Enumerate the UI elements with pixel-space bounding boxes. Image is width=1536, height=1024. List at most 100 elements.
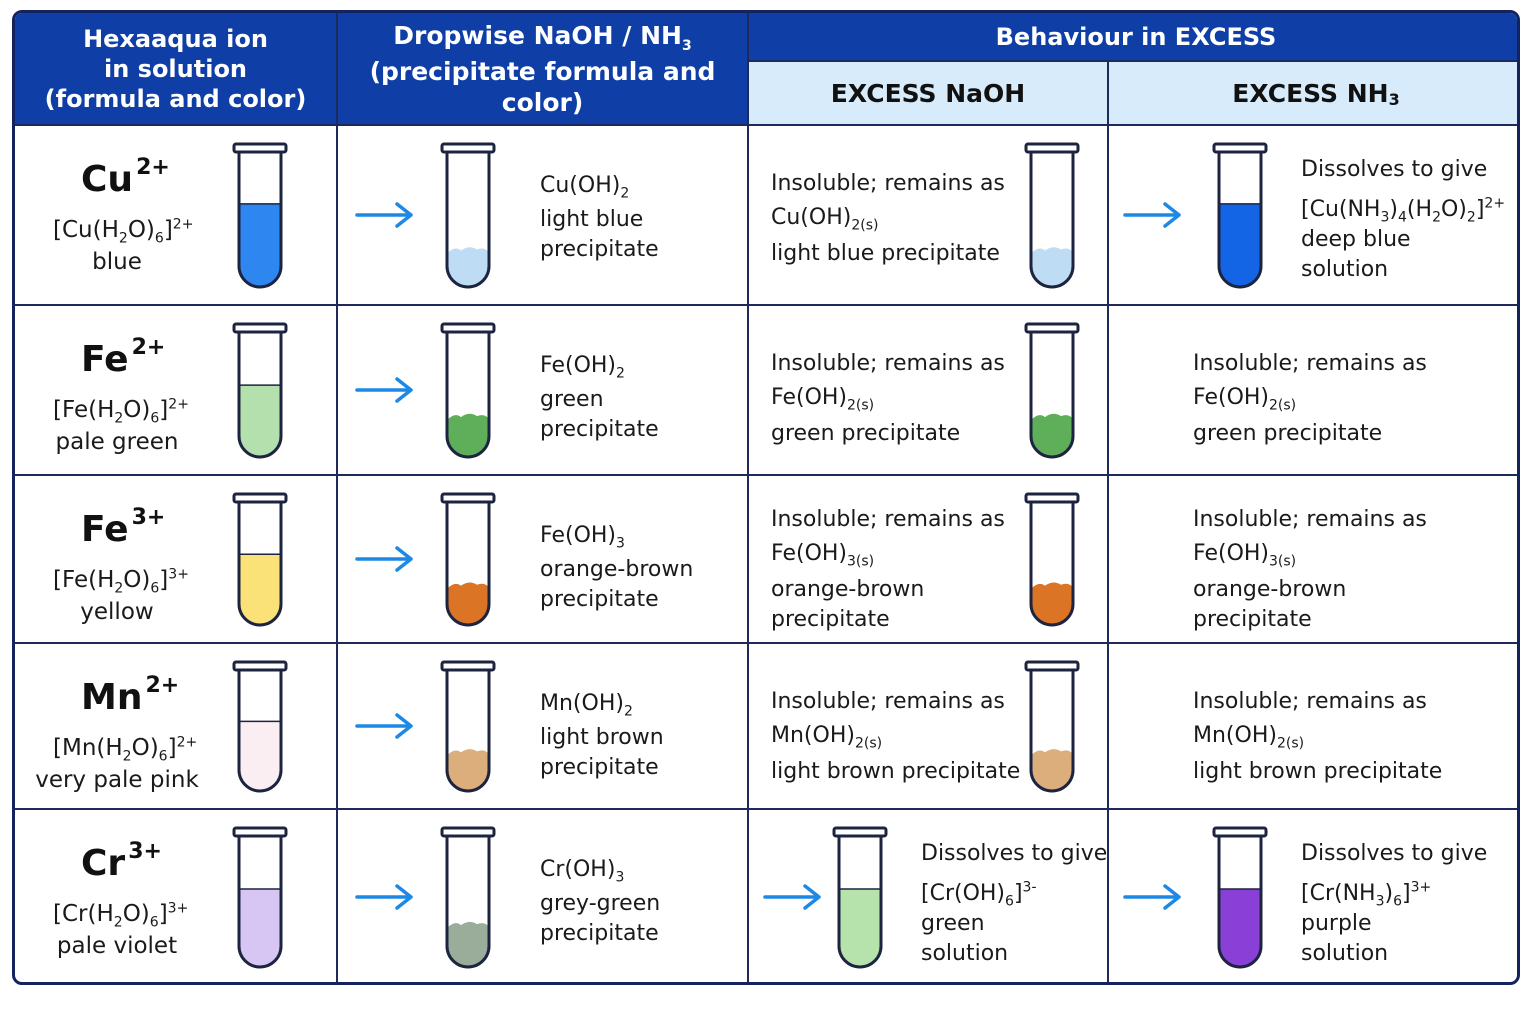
formula-subscript: 2 xyxy=(1466,209,1476,226)
excess-result-formula: [Cu(NH3)4(H2O)2]2+ xyxy=(1301,189,1505,233)
precipitate-formula: Fe(OH)3 xyxy=(540,521,625,558)
solution-tube xyxy=(232,660,288,793)
formula: Fe(OH)3(s) xyxy=(1193,541,1296,569)
formula-part: Cu(OH) xyxy=(771,205,852,230)
formula-charge: 3+ xyxy=(167,900,189,916)
precipitate-color: light brown xyxy=(540,725,664,750)
formula-subscript: 3 xyxy=(616,535,625,552)
ion-charge: 2+ xyxy=(145,673,180,698)
excess-tube xyxy=(832,826,888,969)
formula-subscript: 3(s) xyxy=(847,553,875,570)
formula-subscript: 2 xyxy=(113,914,123,931)
ion-charge: 2+ xyxy=(131,335,166,360)
formula: [Fe(H2O)6]3+ xyxy=(53,566,189,596)
excess-result-line1: Dissolves to give xyxy=(1301,841,1488,866)
excess-result-line3: light brown precipitate xyxy=(1193,759,1443,784)
formula-part: [Cu(H xyxy=(53,216,119,243)
excess-tube xyxy=(1024,142,1080,289)
excess-result-formula: Fe(OH)2(s) xyxy=(771,383,874,420)
formula-subscript: 2(s) xyxy=(854,735,883,752)
solution-tube-contents xyxy=(239,385,281,457)
reaction-arrow xyxy=(355,377,413,403)
excess-result-line4: precipitate xyxy=(1193,607,1312,632)
header-group-divider xyxy=(749,60,1517,62)
hexaaqua-formula: [Fe(H2O)6]3+ xyxy=(53,559,189,603)
formula-charge: 2+ xyxy=(1484,196,1506,212)
hexaaqua-formula: [Fe(H2O)6]2+ xyxy=(53,389,189,433)
column-divider xyxy=(747,13,749,982)
hexaaqua-color: blue xyxy=(92,249,142,275)
precipitate-color: grey-green xyxy=(540,891,661,916)
formula-part: O) xyxy=(1440,197,1467,223)
excess-tube xyxy=(1024,660,1080,793)
formula: [Cr(NH3)6]3+ xyxy=(1301,880,1432,910)
formula: [Cr(H2O)6]3+ xyxy=(53,900,189,931)
excess-tube xyxy=(1212,826,1268,969)
formula-subscript: 6 xyxy=(154,230,164,247)
formula: Fe(OH)3 xyxy=(540,523,625,552)
reaction-arrow xyxy=(355,202,413,228)
excess-tube xyxy=(1024,322,1080,459)
ion-test-table: Hexaaqua ion in solution (formula and co… xyxy=(12,10,1520,985)
row-divider xyxy=(15,808,1517,810)
precipitate-tube xyxy=(440,660,496,793)
formula-part: ] xyxy=(1402,881,1411,907)
formula-part: [Fe(H xyxy=(53,396,115,423)
reaction-arrow xyxy=(355,884,413,910)
formula-subscript: 3 xyxy=(615,869,625,886)
header-col-excess-nh3-sub: 3 xyxy=(1388,90,1400,109)
formula-part: ] xyxy=(1013,881,1023,907)
formula-part: ] xyxy=(159,396,169,423)
reaction-arrow xyxy=(355,546,413,572)
formula-part: O) xyxy=(122,900,150,927)
formula-part: Mn(OH) xyxy=(1193,723,1277,748)
formula-part: [Mn(H xyxy=(53,734,123,761)
column-divider xyxy=(336,13,338,982)
formula-charge: 2+ xyxy=(168,396,189,412)
formula-part: ] xyxy=(167,734,177,761)
ion-charge: 2+ xyxy=(136,155,170,180)
formula-subscript: 2 xyxy=(118,230,128,247)
solution-tube xyxy=(232,142,288,289)
row-divider xyxy=(15,642,1517,644)
formula-part: Fe(OH) xyxy=(771,541,848,566)
solution-tube xyxy=(232,322,288,459)
formula-subscript: 2 xyxy=(616,365,625,382)
excess-result-line1: Insoluble; remains as xyxy=(1193,507,1427,532)
formula-charge: 3+ xyxy=(1410,880,1432,896)
formula-part: ) xyxy=(1384,881,1394,907)
header-col-hexaaqua: Hexaaqua ion in solution (formula and co… xyxy=(15,13,336,125)
formula-subscript: 3 xyxy=(1375,893,1385,910)
excess-result-line4: solution xyxy=(921,941,1009,966)
solution-tube xyxy=(232,826,288,969)
formula-part: (H xyxy=(1406,197,1433,223)
precipitate-formula: Fe(OH)2 xyxy=(540,351,625,388)
precipitate-word: precipitate xyxy=(540,921,659,946)
solution-tube-contents xyxy=(239,721,281,791)
formula-subscript: 2(s) xyxy=(1269,397,1297,414)
header-dropwise-sub: 3 xyxy=(681,38,692,54)
solution-tube-contents xyxy=(239,554,281,625)
header-col-dropwise: Dropwise NaOH / NH3 (precipitate formula… xyxy=(338,13,747,125)
excess-tube-contents xyxy=(839,889,881,967)
formula: Mn(OH)2 xyxy=(540,691,633,719)
formula-subscript: 6 xyxy=(1005,893,1014,910)
formula-part: [Cr(NH xyxy=(1301,881,1376,907)
formula-part: [Cr(H xyxy=(53,900,114,927)
excess-result-formula: [Cr(OH)6]3- xyxy=(921,873,1037,917)
excess-result-line1: Dissolves to give xyxy=(1301,157,1488,182)
excess-tube xyxy=(1212,142,1268,289)
excess-result-formula: [Cr(NH3)6]3+ xyxy=(1301,873,1431,917)
formula: Cu(OH)2 xyxy=(540,173,629,201)
ion-charge: 3+ xyxy=(128,839,162,864)
precipitate-tube xyxy=(440,826,496,969)
formula-subscript: 2 xyxy=(1432,209,1441,226)
hexaaqua-color: yellow xyxy=(80,599,154,625)
formula-subscript: 2 xyxy=(114,410,124,427)
solution-tube xyxy=(232,492,288,627)
formula: Fe(OH)2(s) xyxy=(771,385,874,413)
